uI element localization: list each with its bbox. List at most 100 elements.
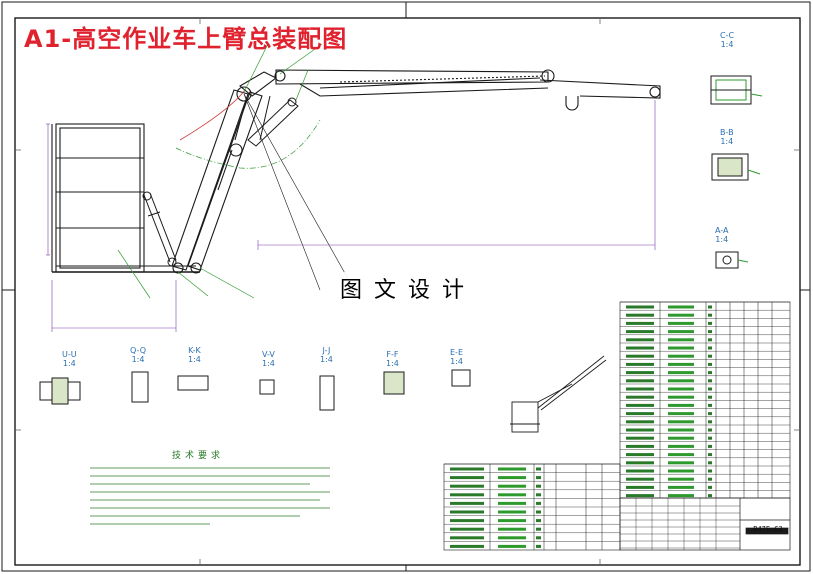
bom-cell-text <box>626 436 654 440</box>
bom-cell-text <box>626 453 654 457</box>
bom-cell-text <box>626 420 654 424</box>
bom-cell-text <box>626 444 654 448</box>
bom-cell-text <box>708 453 712 457</box>
bom-cell-text <box>668 395 694 399</box>
part-leaders <box>117 43 323 299</box>
bom-cell-text <box>498 484 526 488</box>
bom-cell-text <box>668 420 694 424</box>
section-b-b <box>711 153 761 181</box>
bom-cell-text <box>536 519 541 523</box>
bom-grid <box>444 301 790 550</box>
bom-cell-text <box>668 321 694 325</box>
bom-cell-text <box>626 330 654 334</box>
telescope-cylinder <box>247 95 299 147</box>
bom-cell-text <box>668 403 694 407</box>
section-c-c <box>710 75 763 105</box>
bom-cell-text <box>626 387 654 391</box>
bom-cell-text <box>450 467 484 471</box>
watermark-text: 图文设计 <box>336 272 481 304</box>
bom-cell-text <box>668 453 694 457</box>
bom-cell-text <box>708 420 712 424</box>
bom-cell-text <box>708 395 712 399</box>
bom-cell-text <box>536 501 541 505</box>
bom-cell-text <box>708 436 712 440</box>
bom-cell-text <box>668 469 694 473</box>
bom-cell-text <box>450 519 484 523</box>
section-a-a <box>715 251 749 269</box>
bom-cell-text <box>626 494 654 498</box>
bom-cell-text <box>708 379 712 383</box>
bom-cell-text <box>498 527 526 531</box>
bom-cell-text <box>498 501 526 505</box>
bom-cell-text <box>536 544 541 548</box>
bom-cell-text <box>626 461 654 465</box>
bom-cell-text <box>708 469 712 473</box>
bom-cell-text <box>668 330 694 334</box>
bom-cell-text <box>536 476 541 480</box>
bom-cell-text <box>708 338 712 342</box>
bom-cell-text <box>626 346 654 350</box>
bom-cell-text <box>536 484 541 488</box>
lower-arm <box>171 89 263 274</box>
bom-cell-text <box>450 501 484 505</box>
bom-cell-text <box>626 395 654 399</box>
bom-cell-text <box>708 494 712 498</box>
drawing-title: A1-高空作业车上臂总装配图 <box>24 25 348 53</box>
bom-cell-text <box>626 321 654 325</box>
bom-cell-text <box>708 403 712 407</box>
bom-cell-text <box>668 461 694 465</box>
bom-cell-text <box>668 346 694 350</box>
bom-cell-text <box>668 379 694 383</box>
bom-cell-text <box>450 510 484 514</box>
bom-cell-text <box>626 428 654 432</box>
bottom-section-views <box>39 369 471 411</box>
platform-dimension <box>46 123 177 332</box>
bom-cell-text <box>626 485 654 489</box>
bom-cell-text <box>450 536 484 540</box>
bom-cell-text <box>536 510 541 514</box>
bom-cell-text <box>626 305 654 309</box>
bom-cell-text <box>498 544 526 548</box>
bom-cell-text <box>668 412 694 416</box>
bom-cell-text <box>668 313 694 317</box>
upper-arm <box>236 69 661 111</box>
bom-cell-text <box>708 321 712 325</box>
main-assembly-view <box>46 43 661 332</box>
bom-cell-text <box>668 477 694 481</box>
bom-cell-text <box>708 346 712 350</box>
bom-cell-text <box>708 313 712 317</box>
bom-cell-text <box>498 510 526 514</box>
bom-cell-text <box>708 461 712 465</box>
bom-cell-text <box>708 362 712 366</box>
bom-cell-text <box>708 387 712 391</box>
bom-cell-text <box>450 544 484 548</box>
bom-cell-text <box>668 305 694 309</box>
bom-cell-text <box>708 371 712 375</box>
bom-cell-text <box>708 412 712 416</box>
bom-cell-text <box>708 354 712 358</box>
bom-cell-text <box>536 527 541 531</box>
isometric-thumbnail <box>510 355 607 433</box>
bom-cell-text <box>450 527 484 531</box>
title-block <box>619 497 791 551</box>
bom-cell-text <box>498 536 526 540</box>
drawing-number: B47E-C3 <box>753 525 783 533</box>
bom-cell-text <box>450 493 484 497</box>
reach-dimension <box>257 100 656 250</box>
inner-border <box>14 17 801 566</box>
bom-cell-text <box>536 467 541 471</box>
bom-cell-text <box>668 387 694 391</box>
bom-cell-text <box>668 428 694 432</box>
bom-cell-text <box>450 476 484 480</box>
bom-cell-text <box>626 362 654 366</box>
swing-arc <box>175 89 361 301</box>
